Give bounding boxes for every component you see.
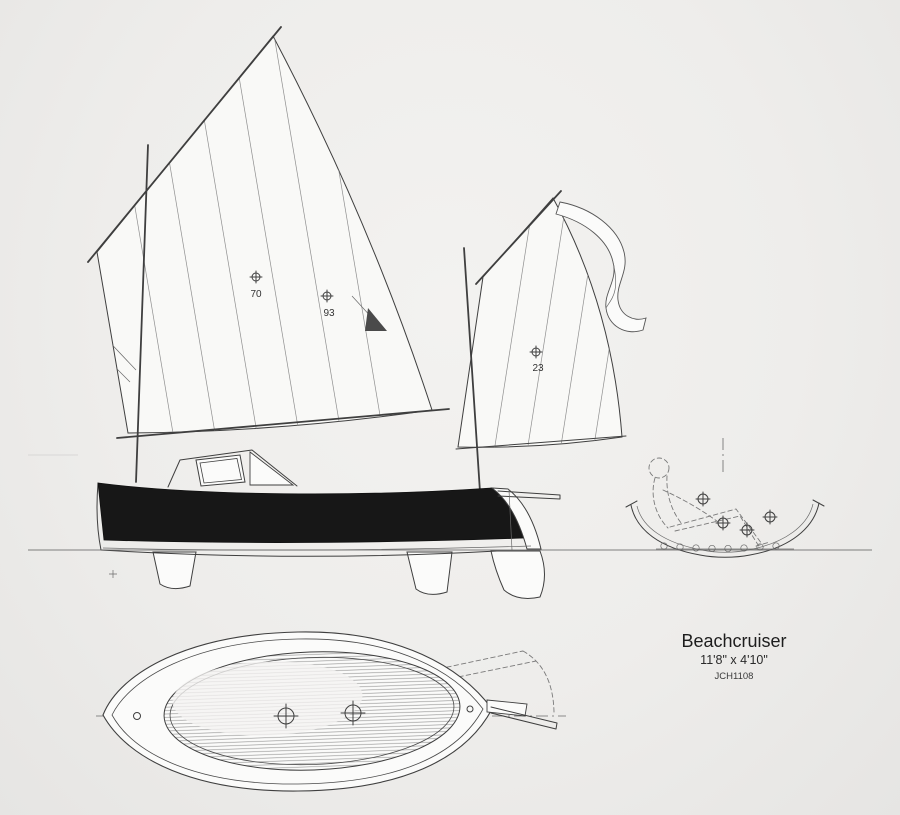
cabin-window-outer: [195, 454, 246, 487]
stem-cap: [490, 487, 542, 550]
plan-inner-sheer: [111, 638, 484, 785]
drawing-code: JCH1108: [715, 671, 754, 682]
aft-skeg-fin: [406, 551, 453, 595]
boat-dimensions: 11'8" x 4'10": [700, 653, 768, 667]
hull-profile: [96, 449, 561, 599]
cabin-side-panel: [249, 451, 295, 486]
seated-crew-figure: [648, 457, 771, 549]
hull-topsides-dark: [97, 482, 525, 543]
gunwale-caps: [625, 499, 825, 508]
title-block: Beachcruiser 11'8" x 4'10" JCH1108: [681, 631, 786, 682]
cross-section-view: [625, 438, 825, 558]
boot-stripe-line: [102, 545, 532, 551]
bow-fitting-circle: [133, 712, 141, 720]
rudder-profile: [490, 550, 545, 599]
boat-name-title: Beachcruiser: [681, 631, 786, 651]
coaming-outline: [167, 449, 298, 488]
plan-rudder-tiller: [486, 699, 558, 730]
pennant-flag: [555, 201, 647, 333]
hull-bottom-line: [96, 482, 498, 557]
boomkin-spar: [497, 490, 561, 500]
section-coe-markers: [695, 491, 778, 538]
mizzen-sail-number: 23: [532, 363, 544, 374]
section-outer-shell: [630, 502, 820, 558]
forward-skeg-fin: [152, 551, 197, 590]
sole-highlight: [172, 661, 363, 736]
cabin-window-inner: [199, 458, 242, 484]
stern-fitting-circle: [466, 705, 474, 713]
cockpit-sole: [163, 651, 461, 771]
plan-view: [96, 631, 566, 792]
main-boom: [116, 408, 450, 439]
main-sail-coe-marker-2: [320, 289, 334, 303]
plan-mast-marker-forward: [273, 703, 299, 729]
mizzen-mast: [463, 247, 481, 493]
main-sail-coe-marker-1: [249, 270, 263, 284]
rudder-stock-line: [508, 489, 513, 551]
main-mast: [135, 144, 149, 483]
sail-plan-view: 70 93 23: [87, 26, 647, 599]
mizzen-yard-spar: [475, 190, 562, 285]
main-sail-number-2: 93: [323, 308, 335, 319]
main-yard-spar: [87, 26, 282, 263]
plan-mast-marker-aft: [340, 700, 366, 726]
section-inner-shell: [636, 503, 814, 553]
datum-cross-mark: [109, 570, 117, 578]
main-sail: [96, 35, 433, 434]
mizzen-boom: [455, 435, 627, 450]
main-sail-number-1: 70: [250, 289, 262, 300]
mizzen-sail-coe-marker: [529, 345, 543, 359]
pennant-fold-line: [605, 261, 617, 309]
